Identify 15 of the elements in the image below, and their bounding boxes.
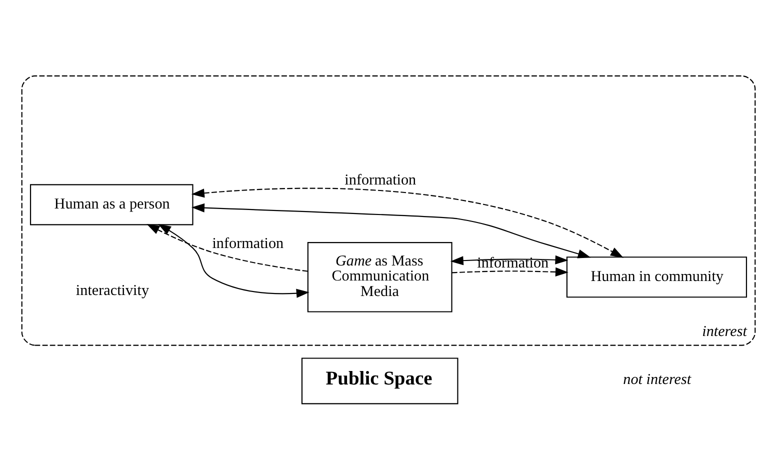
arrow (450, 255, 568, 266)
edge-label: information (477, 256, 549, 272)
arrow (452, 267, 568, 276)
node-box: Public Space (301, 358, 458, 404)
node-box: Human as a person (30, 184, 194, 226)
arrow (191, 188, 624, 258)
label: not interest (623, 372, 692, 388)
arrow (191, 203, 591, 258)
edge-label: information (344, 172, 416, 188)
edge-label: information (212, 236, 284, 252)
arrow (158, 224, 310, 298)
label: interactivity (76, 283, 150, 300)
node-box: Game as Mass Communication Media (307, 242, 452, 312)
arrow (146, 224, 308, 272)
node-box: Human in community (566, 256, 748, 298)
